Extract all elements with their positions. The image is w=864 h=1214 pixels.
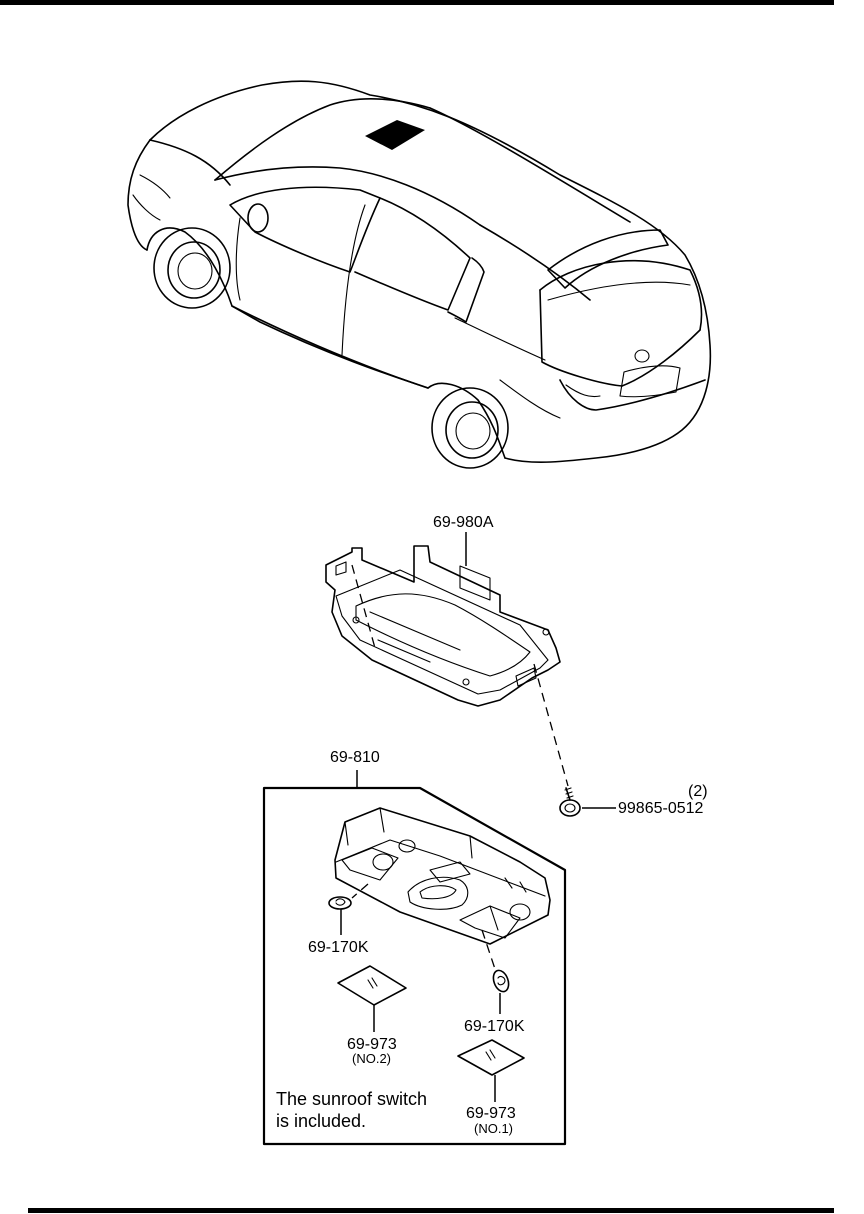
top-rule — [0, 0, 834, 5]
note-line-1: The sunroof switch — [276, 1089, 427, 1109]
label-assembly: 69-810 — [330, 749, 380, 766]
note-line-2: is included. — [276, 1111, 366, 1131]
map-lamp-assembly — [334, 807, 551, 945]
label-lens-left-sub: (NO.2) — [352, 1051, 391, 1066]
label-lens-left: 69-973 — [347, 1036, 397, 1053]
label-lens-right: 69-973 — [466, 1105, 516, 1122]
vehicle-illustration — [127, 80, 712, 469]
label-lens-right-sub: (NO.1) — [474, 1121, 513, 1136]
label-bulb-left: 69-170K — [308, 939, 369, 956]
sunroof-panel — [365, 120, 425, 150]
assembly-box — [262, 786, 567, 1146]
guide-bulb-left — [351, 883, 369, 899]
bulb-right-icon — [492, 969, 510, 993]
bottom-rule — [28, 1208, 834, 1213]
label-screw: 99865-0512 — [618, 800, 704, 817]
guide-bulb-right — [481, 929, 497, 973]
lens-left-icon — [337, 965, 407, 1006]
guide-line-right — [533, 663, 569, 787]
label-bracket: 69-980A — [433, 514, 494, 531]
label-screw-qty: (2) — [688, 783, 708, 800]
label-bulb-right: 69-170K — [464, 1018, 525, 1035]
lens-right-icon — [457, 1039, 525, 1076]
bracket-69-980a — [325, 545, 561, 707]
bulb-left-icon — [328, 896, 352, 910]
screw-icon — [559, 787, 581, 817]
